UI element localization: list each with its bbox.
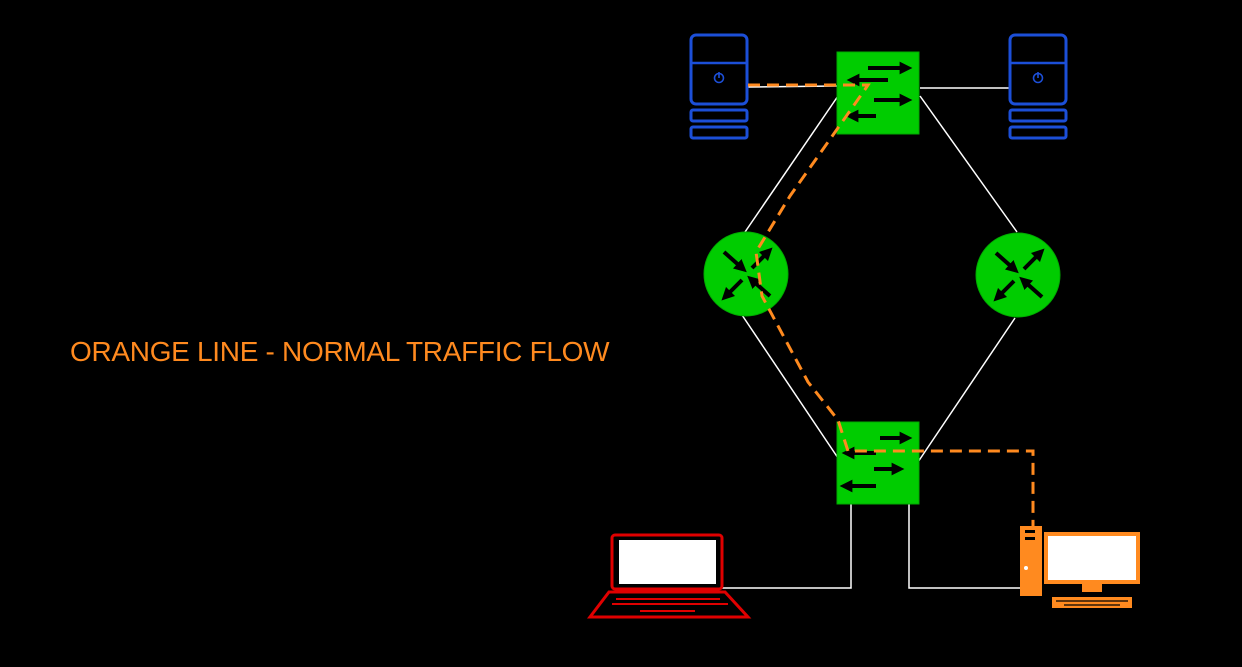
server-left-icon[interactable] <box>689 33 749 140</box>
desktop-pc-icon[interactable] <box>1020 526 1140 608</box>
link-switch-top-router-left <box>744 95 839 233</box>
switch-bottom-icon[interactable] <box>836 421 920 505</box>
link-router-right-switch-bottom <box>917 317 1016 463</box>
server-right-icon[interactable] <box>1008 33 1068 140</box>
router-right-icon[interactable] <box>975 232 1061 318</box>
traffic-flow-path <box>748 83 1035 526</box>
link-switch-top-router-right <box>919 95 1018 233</box>
link-switch-bottom-desktop <box>908 504 1020 589</box>
link-router-left-switch-bottom <box>741 314 839 459</box>
network-links <box>722 85 1020 589</box>
legend-text: ORANGE LINE - NORMAL TRAFFIC FLOW <box>70 336 610 367</box>
flow-segment-1 <box>748 83 1035 526</box>
link-switch-bottom-laptop <box>722 504 852 589</box>
laptop-icon[interactable] <box>586 533 752 619</box>
switch-top-icon[interactable] <box>836 51 920 135</box>
router-left-icon[interactable] <box>703 231 789 317</box>
